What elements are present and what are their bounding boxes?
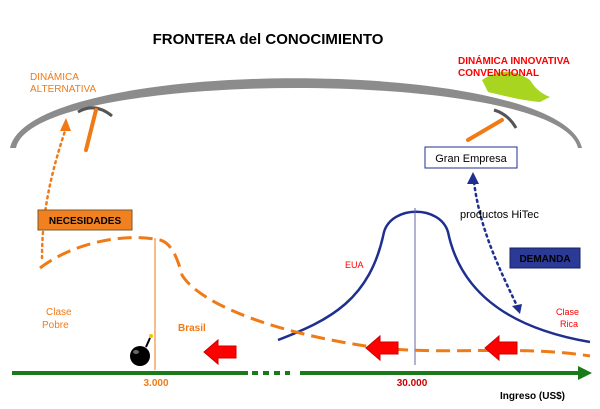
dinamica-alternativa-label: DINÁMICA [30, 70, 79, 83]
tick-label-3000: 3.000 [143, 378, 168, 389]
hitec-path-arrow [474, 182, 518, 308]
alternative-path-arrow [42, 128, 66, 258]
gran-empresa-label: Gran Empresa [435, 153, 507, 165]
alternative-arrowhead [60, 118, 71, 131]
productos-hitec-label: productos HiTec [460, 209, 539, 221]
hitec-arrowhead [467, 172, 479, 184]
income-axis-label: Ingreso (US$) [500, 391, 565, 402]
pickaxe-icon [78, 108, 112, 150]
diagram-title: FRONTERA del CONOCIMIENTO [153, 31, 384, 48]
demanda-label: DEMANDA [519, 254, 570, 265]
left-arrow-icon [366, 336, 398, 360]
dinamica-alternativa-label-2: ALTERNATIVA [30, 84, 96, 95]
left-arrow-icon [485, 336, 517, 360]
dinamica-innovativa-label: DINÁMICA INNOVATIVA [458, 54, 570, 67]
tick-label-30000: 30.000 [397, 378, 428, 389]
clase-rica-label-2: Rica [560, 319, 578, 329]
brasil-label: Brasil [178, 323, 206, 334]
clase-pobre-label-2: Pobre [42, 320, 69, 331]
needs-curve [40, 238, 590, 356]
dinamica-innovativa-label-2: CONVENCIONAL [458, 68, 539, 79]
clase-rica-label: Clase [556, 307, 579, 317]
demand-curve [278, 212, 590, 342]
eua-label: EUA [345, 260, 364, 270]
pickaxe-icon [468, 110, 516, 140]
income-axis-arrowhead [578, 366, 592, 380]
left-arrow-icon [204, 340, 236, 364]
bomb-icon [130, 334, 153, 366]
necesidades-label: NECESIDADES [49, 216, 122, 227]
hitec-arrowhead-bottom [512, 304, 522, 314]
clase-pobre-label: Clase [46, 307, 72, 318]
